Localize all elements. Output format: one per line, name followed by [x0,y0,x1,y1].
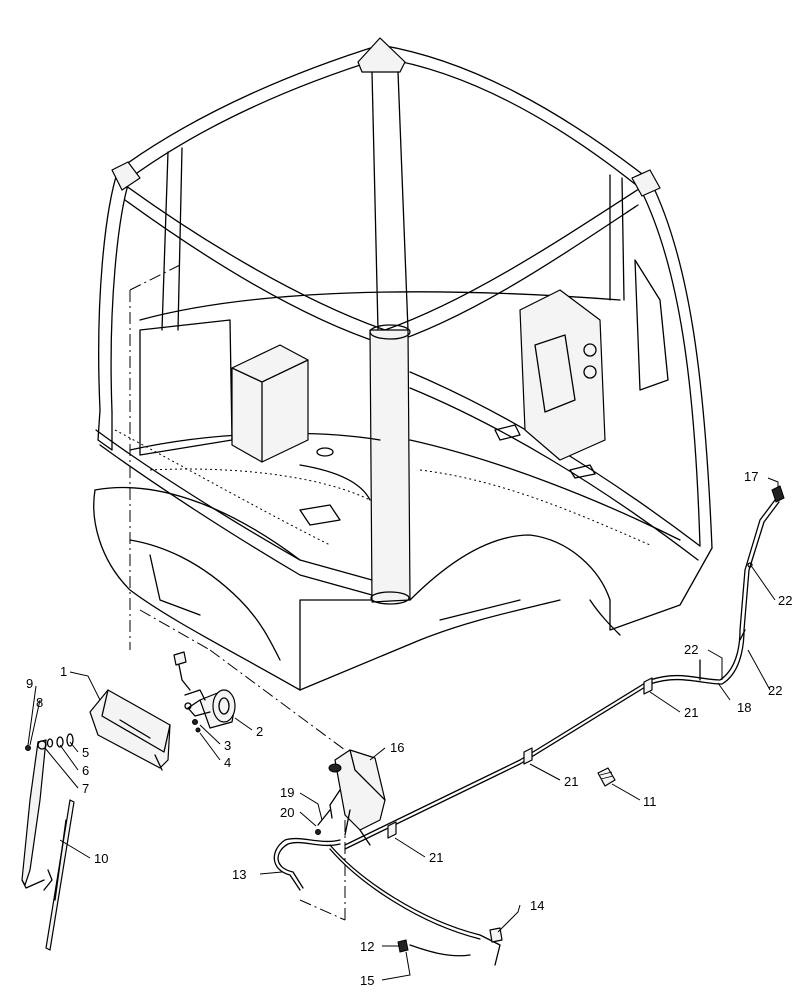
washer-reservoir [328,749,386,846]
callout-21-upper: 21 [684,705,698,720]
callout-3: 3 [224,738,231,753]
washer-hoses [273,485,785,966]
callout-1: 1 [60,664,67,679]
callout-4: 4 [224,755,231,770]
callout-22-left: 22 [684,642,698,657]
callout-2: 2 [256,724,263,739]
callout-labels: 1 2 3 4 5 6 7 8 9 10 11 12 13 14 15 16 1… [26,469,792,988]
callout-17: 17 [744,469,758,484]
callout-14: 14 [530,898,544,913]
callout-7: 7 [82,781,89,796]
callout-leaders [27,477,779,981]
callout-22-right: 22 [768,683,782,698]
washer-nozzle [597,767,616,787]
cab-frame [93,37,713,691]
callout-20: 20 [280,805,294,820]
wiper-arm [21,739,47,889]
wiper-blade [43,799,75,951]
callout-18: 18 [737,700,751,715]
callout-10: 10 [94,851,108,866]
callout-21-lower: 21 [429,850,443,865]
callout-9: 9 [26,676,33,691]
callout-21-middle: 21 [564,774,578,789]
callout-12: 12 [360,939,374,954]
callout-16: 16 [390,740,404,755]
callout-5: 5 [82,745,89,760]
callout-13: 13 [232,867,246,882]
wiper-motor [173,651,236,729]
callout-15: 15 [360,973,374,988]
wiper-cover [89,689,171,771]
callout-11: 11 [643,794,657,809]
reference-lines [129,264,346,921]
callout-19: 19 [280,785,294,800]
callout-8: 8 [36,695,43,710]
callout-22-top: 22 [778,593,792,608]
arm-washers-nuts [25,733,74,751]
motor-fasteners [192,719,201,733]
callout-6: 6 [82,763,89,778]
